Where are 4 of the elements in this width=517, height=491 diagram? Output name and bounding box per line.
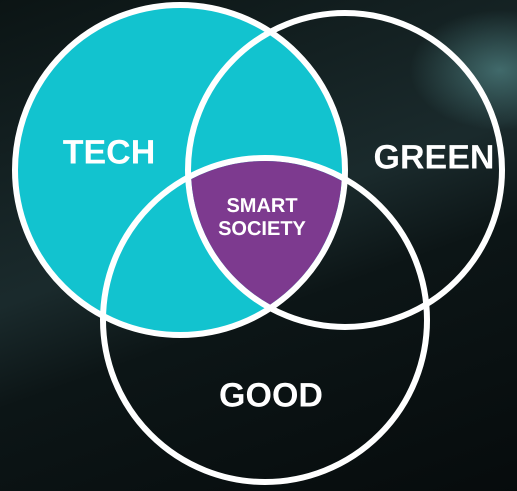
venn-label: TECH [62,133,156,173]
venn-label: GOOD [219,376,323,416]
venn-label: GREEN [374,138,494,178]
venn-label: SMART SOCIETY [217,195,307,241]
